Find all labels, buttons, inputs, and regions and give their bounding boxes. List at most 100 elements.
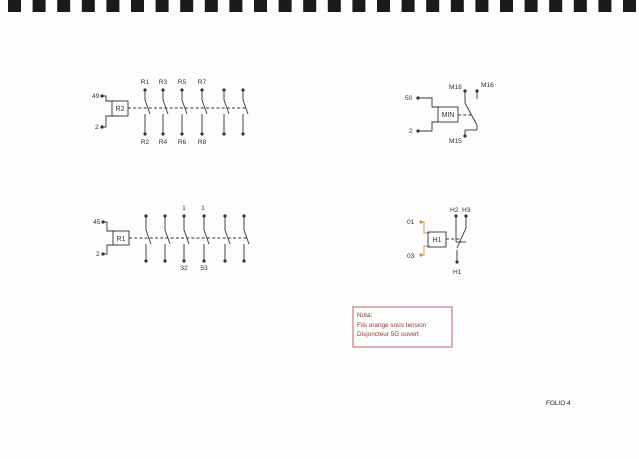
note-box (352, 306, 453, 348)
contact-top-label: R5 (178, 79, 187, 86)
contact-blade (201, 99, 208, 115)
contact (242, 214, 250, 263)
contact-blade (164, 229, 171, 245)
contact-blade (145, 229, 152, 245)
binding-hole (623, 0, 636, 12)
binding-hole (81, 0, 95, 12)
contact-bottom-label: H1 (453, 269, 462, 276)
binding-hole (180, 0, 194, 12)
coil-wire (418, 97, 438, 108)
terminal (163, 259, 167, 263)
contact-a-label: H2 (450, 207, 459, 214)
coil-terminal-top: 45 (93, 219, 101, 226)
binding-holes (8, 0, 636, 12)
folio-label: FOLIO 4 (546, 400, 571, 407)
coil-terminal-bottom: 2 (409, 128, 413, 135)
terminal (161, 132, 165, 136)
terminal (143, 132, 147, 136)
binding-hole (450, 0, 464, 12)
binding-hole (598, 0, 612, 12)
binding-hole (57, 0, 71, 12)
coil-box (437, 106, 459, 123)
coil-box (427, 231, 447, 248)
contact (161, 88, 169, 136)
terminal (182, 259, 186, 263)
terminal (242, 259, 246, 263)
terminal (223, 214, 227, 218)
terminal (242, 214, 246, 218)
orange-wire (421, 221, 430, 234)
note-line-2: Disjoncteur 5G ouvert (357, 331, 419, 338)
terminal (222, 132, 226, 136)
binding-hole (155, 0, 169, 12)
contact (222, 88, 230, 136)
coil-terminal-bottom: 2 (95, 124, 99, 131)
coil-terminal-top: 50 (405, 95, 413, 102)
terminal (202, 259, 206, 263)
coil-box (111, 100, 129, 117)
contact-no-label: M16 (481, 82, 494, 89)
binding-hole (500, 0, 513, 12)
terminal (454, 214, 458, 218)
contact-bottom-label: R8 (198, 139, 207, 146)
contact-bottom-label: R6 (178, 139, 187, 146)
binding-hole (204, 0, 218, 12)
contact (202, 214, 210, 263)
contact (200, 88, 208, 136)
terminal (180, 88, 184, 92)
binding-hole (131, 0, 144, 12)
contact-top-label: 1 (201, 205, 205, 212)
terminal (200, 132, 204, 136)
contact-blade (162, 99, 169, 115)
binding-hole (475, 0, 489, 12)
binding-hole (106, 0, 120, 12)
contact (182, 214, 190, 263)
terminal (182, 214, 186, 218)
contact-bottom-label: M15 (449, 138, 462, 145)
contact-top-label: R3 (159, 79, 168, 86)
binding-hole (426, 0, 440, 12)
contact (180, 88, 188, 136)
coil-wire (103, 244, 118, 255)
terminal (163, 214, 167, 218)
relay-h1 (419, 214, 468, 264)
contact-group (143, 88, 249, 136)
coil-wire (103, 221, 118, 232)
binding-hole (229, 0, 243, 12)
contact-blade (223, 99, 230, 115)
terminal (223, 259, 227, 263)
terminal (144, 259, 148, 263)
terminal (463, 134, 467, 138)
relay-r2 (100, 88, 249, 136)
contact-top-label: 1 (182, 205, 186, 212)
terminal (180, 132, 184, 136)
binding-hole (401, 0, 415, 12)
contact-bottom-label: 53 (200, 265, 208, 272)
coil-label: R1 (117, 236, 126, 243)
contact (241, 88, 249, 136)
contact (223, 214, 231, 263)
contact-blade (243, 229, 250, 245)
terminal (202, 214, 206, 218)
binding-hole (278, 0, 292, 12)
terminal (222, 88, 226, 92)
contact-top-label: R7 (198, 79, 207, 86)
terminal (455, 260, 459, 264)
binding-hole (303, 0, 317, 12)
terminal (241, 88, 245, 92)
terminal (144, 214, 148, 218)
binding-hole (573, 0, 587, 12)
binding-hole (352, 0, 366, 12)
binding-hole (32, 0, 46, 12)
contact-b-label: H3 (462, 207, 471, 214)
terminal (241, 132, 245, 136)
coil-terminal-bottom: 2 (96, 251, 100, 258)
terminal (475, 89, 479, 93)
contact (163, 214, 171, 263)
binding-hole (524, 0, 538, 12)
contact-common-label: M18 (449, 84, 462, 91)
binding-hole (8, 0, 21, 12)
contact-blade (203, 229, 210, 245)
terminal (143, 88, 147, 92)
coil-terminal-bottom: 03 (407, 253, 415, 260)
